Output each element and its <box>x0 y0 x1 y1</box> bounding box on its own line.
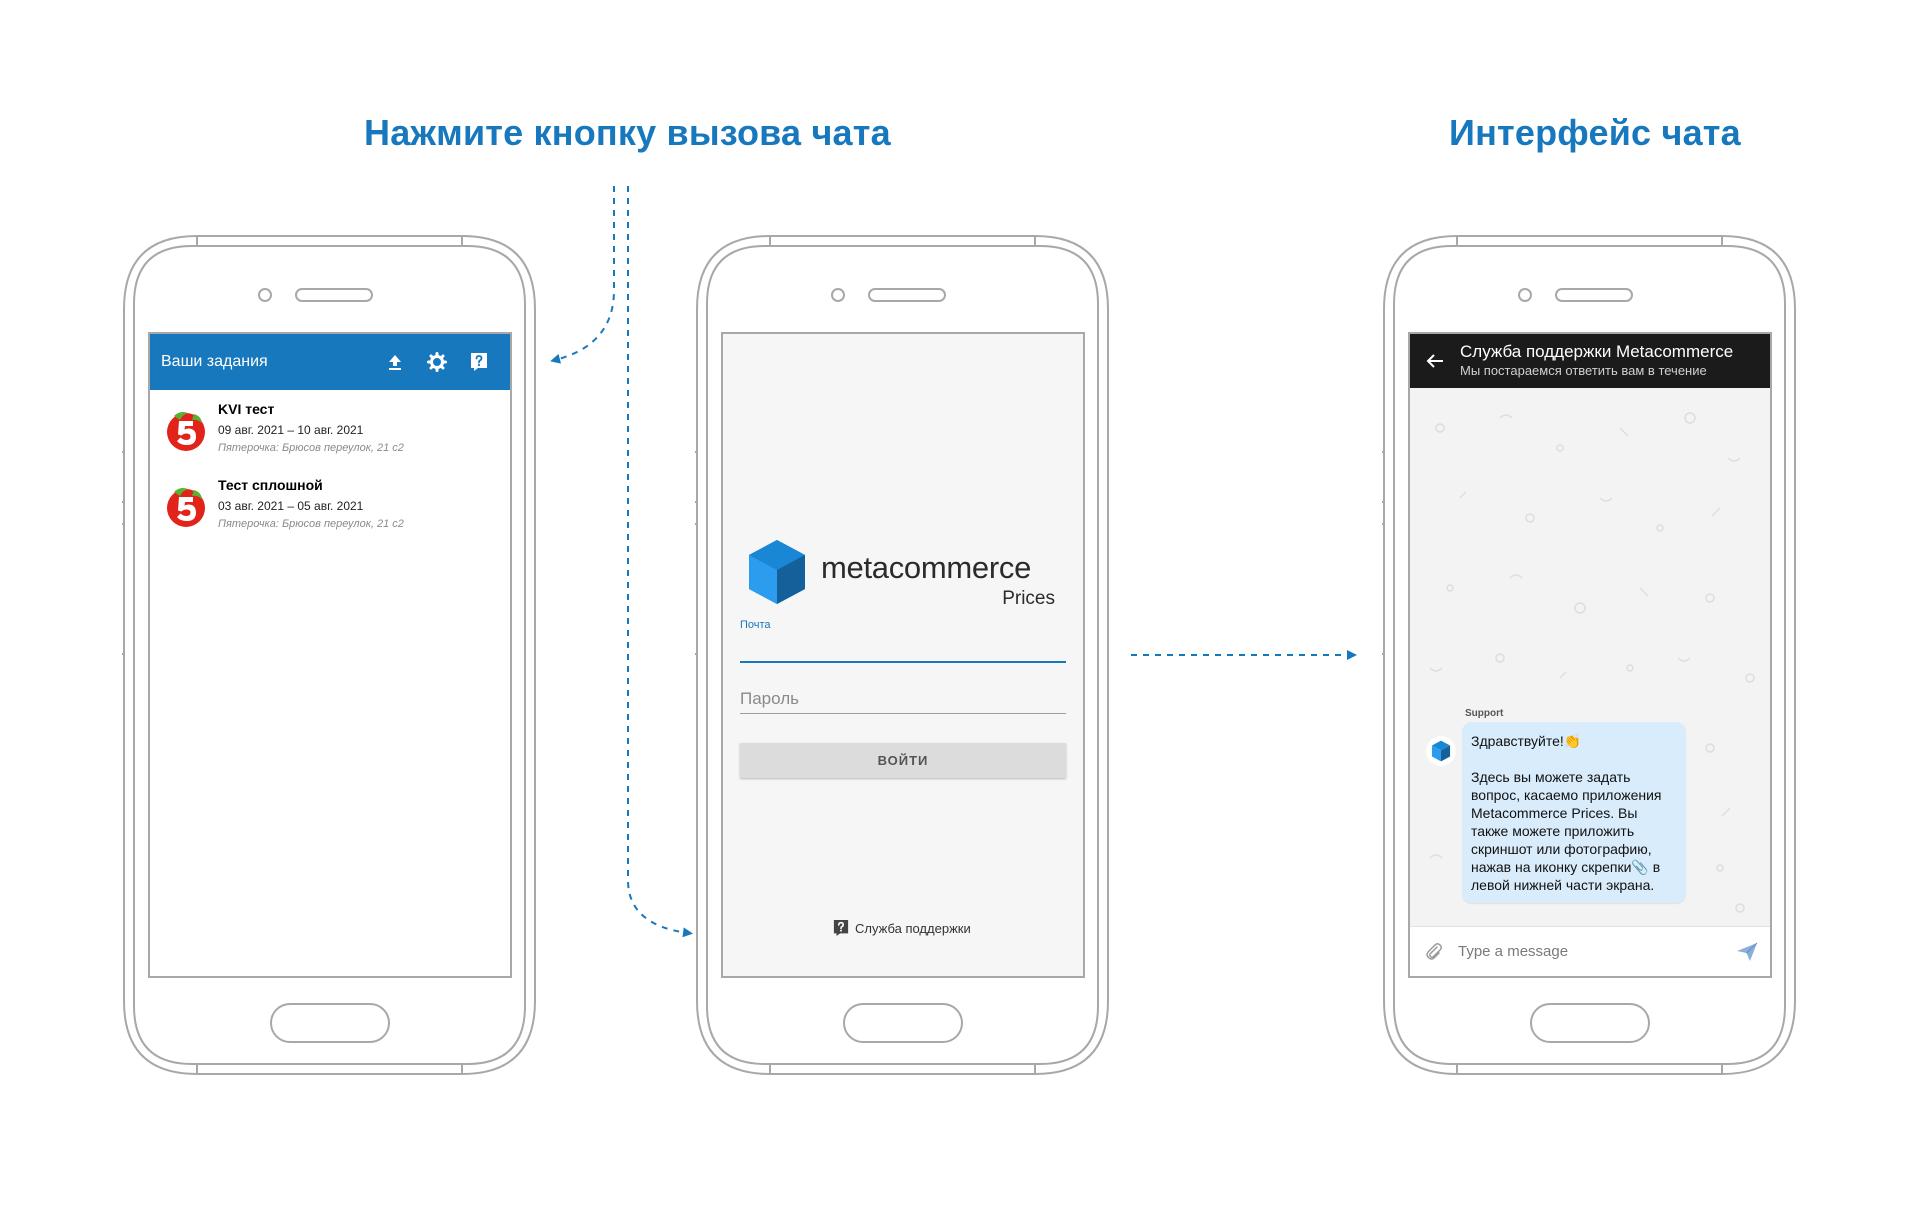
task-item[interactable]: KVI тест 09 авг. 2021 – 10 авг. 2021 Пят… <box>150 390 510 466</box>
chat-screen: Служба поддержки Metacommerce Мы постара… <box>1408 332 1772 978</box>
chat-messages-area[interactable]: Support Здравствуйте!👏 Здесь вы можете з… <box>1410 388 1770 930</box>
task-list: KVI тест 09 авг. 2021 – 10 авг. 2021 Пят… <box>150 390 510 542</box>
chat-subtitle: Мы постараемся ответить вам в течение <box>1460 363 1707 378</box>
arrow-to-tasks-help <box>550 186 615 364</box>
logo-subtitle: Prices <box>1002 588 1055 609</box>
password-field[interactable] <box>740 684 1066 714</box>
phone-outline <box>695 235 1109 1075</box>
task-title: Тест сплошной <box>218 477 323 493</box>
message-greeting: Здравствуйте!👏 <box>1471 733 1582 749</box>
logo-wordmark: metacommerce <box>821 550 1032 585</box>
pyaterochka-logo-icon <box>167 488 205 527</box>
phone-login: metacommerce Prices Почта ВОЙТИ Служба п… <box>695 234 1110 1076</box>
task-dates: 09 авг. 2021 – 10 авг. 2021 <box>218 423 364 437</box>
cube-logo-icon <box>749 540 805 604</box>
email-field[interactable] <box>740 634 1066 660</box>
login-button[interactable]: ВОЙТИ <box>740 743 1066 778</box>
chat-header: Служба поддержки Metacommerce Мы постара… <box>1410 334 1770 388</box>
help-icon[interactable] <box>458 334 500 390</box>
message-input[interactable] <box>1458 943 1724 960</box>
upload-icon[interactable] <box>374 334 416 390</box>
message-sender: Support <box>1465 708 1504 719</box>
chat-background-pattern <box>1429 412 1755 913</box>
metacommerce-logo: metacommerce Prices <box>747 538 1067 609</box>
help-icon <box>833 920 849 936</box>
phone-outline <box>122 235 536 1075</box>
chat-title: Служба поддержки Metacommerce <box>1460 342 1734 361</box>
heading-chat-interface: Интерфейс чата <box>1449 112 1741 153</box>
cube-logo-icon <box>1431 740 1451 762</box>
arrow-to-support-link <box>627 186 693 938</box>
chat-titles: Служба поддержки Metacommerce Мы постара… <box>1460 342 1770 380</box>
phone-outline <box>1382 235 1796 1075</box>
pyaterochka-logo-icon <box>167 412 205 451</box>
phone-chat: Служба поддержки Metacommerce Мы постара… <box>1382 234 1797 1076</box>
task-title: KVI тест <box>218 401 275 417</box>
login-screen: metacommerce Prices Почта ВОЙТИ Служба п… <box>721 332 1085 978</box>
message-bubble: Здравствуйте!👏 Здесь вы можете задать во… <box>1462 722 1686 903</box>
phone-tasks: Ваши задания KVI тест 09 авг. 2021 – <box>122 234 537 1076</box>
tasks-screen: Ваши задания KVI тест 09 авг. 2021 – <box>148 332 512 978</box>
support-link-label: Служба поддержки <box>855 920 971 936</box>
send-icon[interactable] <box>1724 927 1770 977</box>
back-arrow-icon[interactable] <box>1410 334 1460 388</box>
task-address: Пятерочка: Брюсов переулок, 21 с2 <box>218 518 404 530</box>
task-address: Пятерочка: Брюсов переулок, 21 с2 <box>218 442 404 454</box>
email-label: Почта <box>740 619 771 631</box>
paperclip-icon[interactable] <box>1410 927 1458 977</box>
gear-icon[interactable] <box>416 334 458 390</box>
avatar <box>1426 736 1456 766</box>
message-text: Здесь вы можете задать вопрос, касаемо п… <box>1471 769 1662 893</box>
appbar-title: Ваши задания <box>161 353 268 370</box>
task-dates: 03 авг. 2021 – 05 авг. 2021 <box>218 499 364 513</box>
tasks-appbar: Ваши задания <box>150 334 510 390</box>
message-composer <box>1410 926 1770 976</box>
heading-call-chat: Нажмите кнопку вызова чата <box>364 112 891 153</box>
task-item[interactable]: Тест сплошной 03 авг. 2021 – 05 авг. 202… <box>150 466 510 542</box>
support-chat-link[interactable]: Служба поддержки <box>833 919 971 937</box>
email-underline <box>740 661 1066 663</box>
